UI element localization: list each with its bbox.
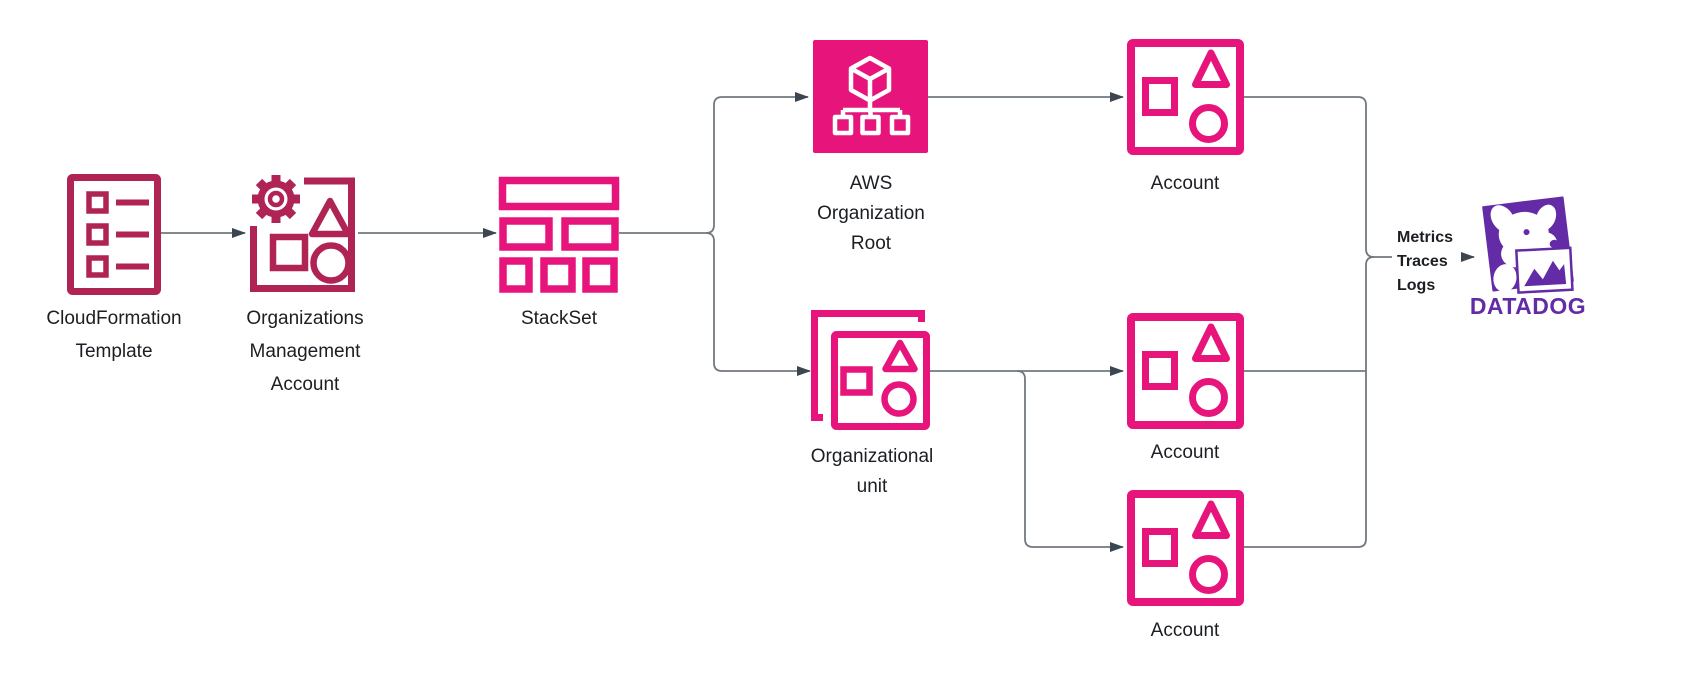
crimson-icons: [67, 174, 355, 295]
org-management-label: Account: [271, 374, 340, 395]
cloudformation-template-icon: [67, 174, 161, 295]
cube-org-tree-icon: [832, 55, 911, 136]
account-middle-label: Account: [1151, 442, 1220, 463]
square-glyph: [269, 233, 309, 272]
cloudformation-label: CloudFormation: [46, 308, 181, 329]
datadog-logo: DATADOG: [1470, 196, 1586, 319]
connector-account-top-to-collector: [1244, 96, 1392, 258]
pink-icons: [498, 39, 1244, 606]
account-icon: [1127, 39, 1244, 155]
stackset-icon: [498, 176, 620, 293]
flow-labels: Metrics Traces Logs: [1397, 229, 1453, 294]
aws-org-root-label: Organization: [817, 203, 925, 224]
dog-face-details: [1523, 229, 1559, 248]
triangle-glyph: [1192, 500, 1230, 539]
connector-lines: [160, 92, 1475, 552]
aws-org-root-label: Root: [851, 233, 892, 254]
organizational-unit-label: Organizational: [811, 446, 934, 467]
connector-ou-to-account-bottom: [1016, 370, 1124, 552]
triangle-glyph: [882, 339, 918, 373]
circle-glyph: [881, 381, 917, 417]
logs-label: Logs: [1397, 277, 1435, 294]
account-top-label: Account: [1151, 173, 1220, 194]
organizational-unit-icon: [811, 310, 930, 430]
circle-glyph: [1189, 555, 1228, 594]
square-glyph: [1142, 528, 1178, 567]
org-management-account-icon: [250, 175, 355, 292]
triangle-glyph: [308, 197, 352, 238]
account-icon: [1127, 490, 1244, 606]
back-sheet: [811, 310, 925, 421]
account-icon: [1127, 313, 1244, 429]
cloudformation-label: Template: [75, 341, 152, 362]
triangle-glyph: [1192, 49, 1230, 88]
aws-org-root-label: AWS: [850, 173, 893, 194]
square-glyph: [1142, 77, 1178, 116]
list-bullet-icon: [86, 223, 109, 246]
square-glyph: [1142, 351, 1178, 390]
list-bullet-icon: [86, 191, 109, 214]
account-bottom-label: Account: [1151, 620, 1220, 641]
stackset-label: StackSet: [521, 308, 598, 329]
org-management-label: Organizations: [246, 308, 363, 329]
org-management-label: Management: [250, 341, 362, 362]
paw: [1493, 264, 1517, 292]
circle-glyph: [310, 242, 352, 284]
aws-organization-root-icon: [813, 40, 928, 153]
front-sheet: [831, 331, 930, 430]
traces-label: Traces: [1397, 253, 1448, 270]
square-glyph: [840, 366, 873, 396]
gear-icon: [252, 175, 300, 223]
node-labels: CloudFormation Template Organizations Ma…: [46, 173, 1220, 641]
datadog-wordmark: DATADOG: [1470, 293, 1586, 319]
circle-glyph: [1189, 378, 1228, 417]
circle-glyph: [1189, 104, 1228, 143]
connector-branch-to-root: [705, 92, 809, 234]
chart-card-icon: [1515, 246, 1574, 294]
resources-shapes-icon: [269, 197, 352, 284]
metrics-label: Metrics: [1397, 229, 1453, 246]
notched-square-border: [250, 177, 355, 292]
connector-branch-to-ou: [705, 232, 811, 376]
organizational-unit-label: unit: [857, 476, 888, 497]
list-bullet-icon: [86, 255, 109, 278]
triangle-glyph: [1192, 323, 1230, 362]
connector-account-bottom-to-collector: [1244, 256, 1375, 548]
